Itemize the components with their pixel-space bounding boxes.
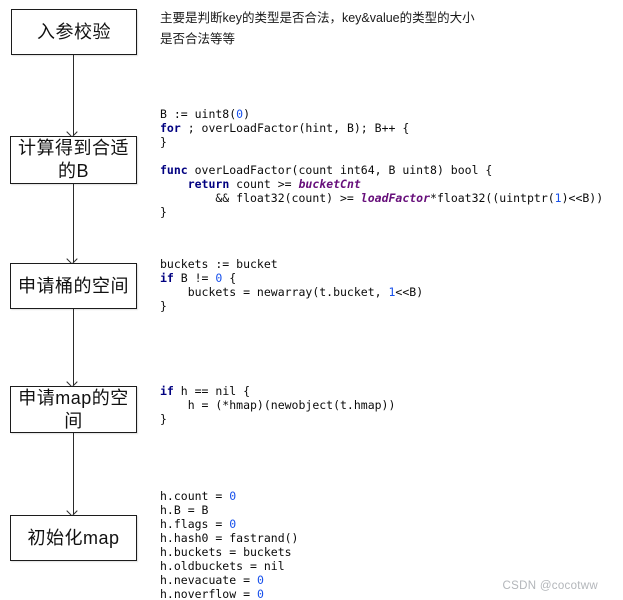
down-arrow-icon	[72, 55, 74, 135]
code-block-new-hmap: if h == nil { h = (*hmap)(newobject(t.hm…	[160, 384, 396, 426]
down-arrow-icon	[72, 184, 74, 262]
annotation-note: 主要是判断key的类型是否合法，key&value的类型的大小 是否合法等等	[160, 8, 475, 50]
flow-box-alloc-bucket: 申请桶的空间	[10, 263, 137, 309]
flow-box-label: 的B	[57, 161, 89, 181]
flow-box-init-map: 初始化map	[10, 515, 137, 561]
flow-box-param-check: 入参校验	[11, 9, 137, 55]
flow-box-label: 初始化map	[27, 527, 120, 548]
flow-box-label: 申请桶的空间	[18, 275, 129, 296]
flow-box-calc-b: 计算得到合适 的B	[10, 136, 137, 184]
note-line: 主要是判断key的类型是否合法，key&value的类型的大小	[160, 11, 475, 25]
down-arrow-icon	[72, 433, 74, 514]
flow-box-alloc-map: 申请map的空 间	[10, 386, 137, 433]
down-arrow-icon	[72, 309, 74, 385]
flow-box-label: 计算得到合适	[18, 138, 129, 158]
flow-box-label: 入参校验	[37, 21, 111, 42]
note-line: 是否合法等等	[160, 32, 236, 46]
flow-box-label: 间	[64, 410, 83, 431]
csdn-watermark: CSDN @cocotww	[502, 580, 598, 592]
code-block-overloadfactor: B := uint8(0)for ; overLoadFactor(hint, …	[160, 107, 604, 219]
flow-box-label: 申请map的空	[18, 387, 129, 408]
